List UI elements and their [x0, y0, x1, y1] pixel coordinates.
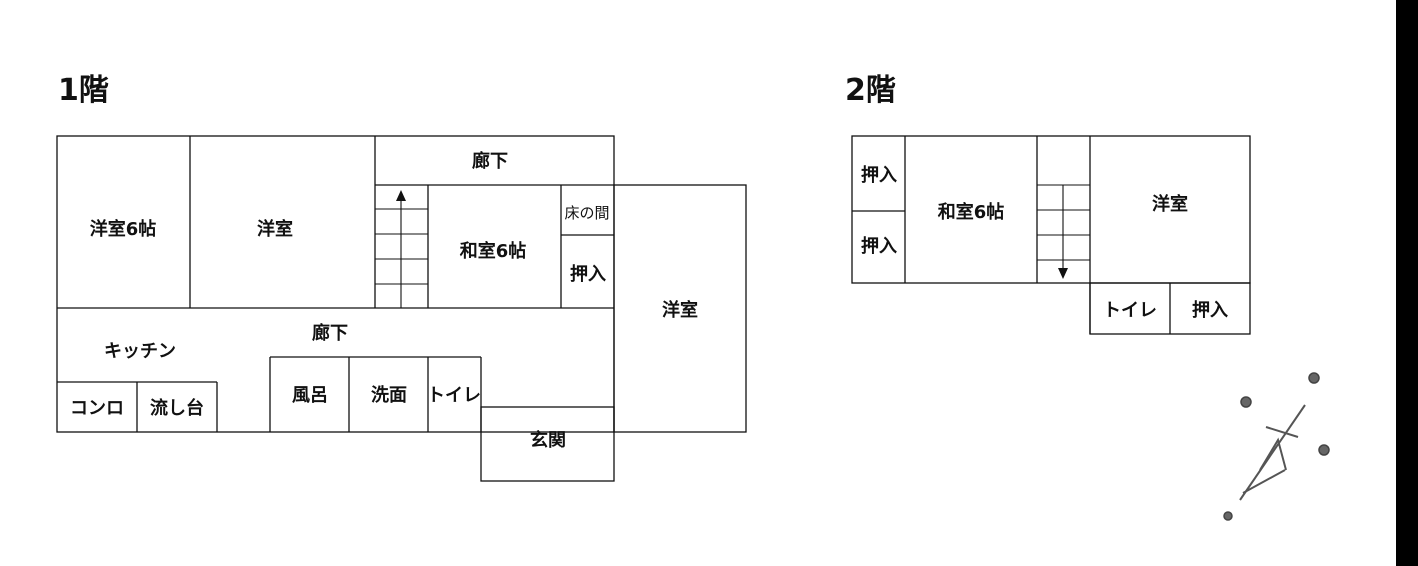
room-tokonoma: 床の間	[564, 204, 609, 222]
floor1-entrance-room	[480, 406, 615, 482]
floor2-plan	[851, 135, 1251, 335]
floor2-title: 2階	[845, 73, 896, 108]
room-sink: 流し台	[150, 397, 204, 419]
room-corridor-top: 廊下	[472, 150, 508, 172]
floor1-main-block	[56, 135, 615, 433]
room-japanese-6: 和室6帖	[460, 240, 527, 262]
room-entrance: 玄関	[530, 429, 566, 451]
floor1-title: 1階	[58, 73, 109, 108]
floor1-western-right-room	[613, 184, 747, 433]
room-corridor-mid: 廊下	[312, 322, 348, 344]
room-closet-bottom: 押入	[861, 235, 897, 257]
edge-bar	[1396, 0, 1418, 566]
floor2-main-block	[851, 135, 1251, 284]
floor1-plan	[56, 135, 747, 482]
compass-icon	[1223, 372, 1330, 521]
room-western-right: 洋室	[662, 299, 698, 321]
room-closet-right: 押入	[1192, 299, 1228, 321]
room-western-upper: 洋室	[1152, 193, 1188, 215]
stair-down-arrow-icon	[1058, 268, 1068, 279]
room-japanese-6-upper: 和室6帖	[938, 201, 1005, 223]
room-toilet-upper: トイレ	[1103, 300, 1157, 321]
room-bath: 風呂	[292, 385, 328, 406]
room-kitchen: キッチン	[104, 341, 176, 362]
room-toilet: トイレ	[427, 385, 481, 406]
room-stove: コンロ	[70, 398, 124, 419]
room-closet: 押入	[570, 263, 606, 285]
stair-up-arrow-icon	[396, 190, 406, 201]
room-closet-top: 押入	[861, 164, 897, 186]
room-western-mid: 洋室	[257, 218, 293, 240]
room-washroom: 洗面	[371, 384, 407, 406]
room-western-6: 洋室6帖	[90, 218, 157, 240]
